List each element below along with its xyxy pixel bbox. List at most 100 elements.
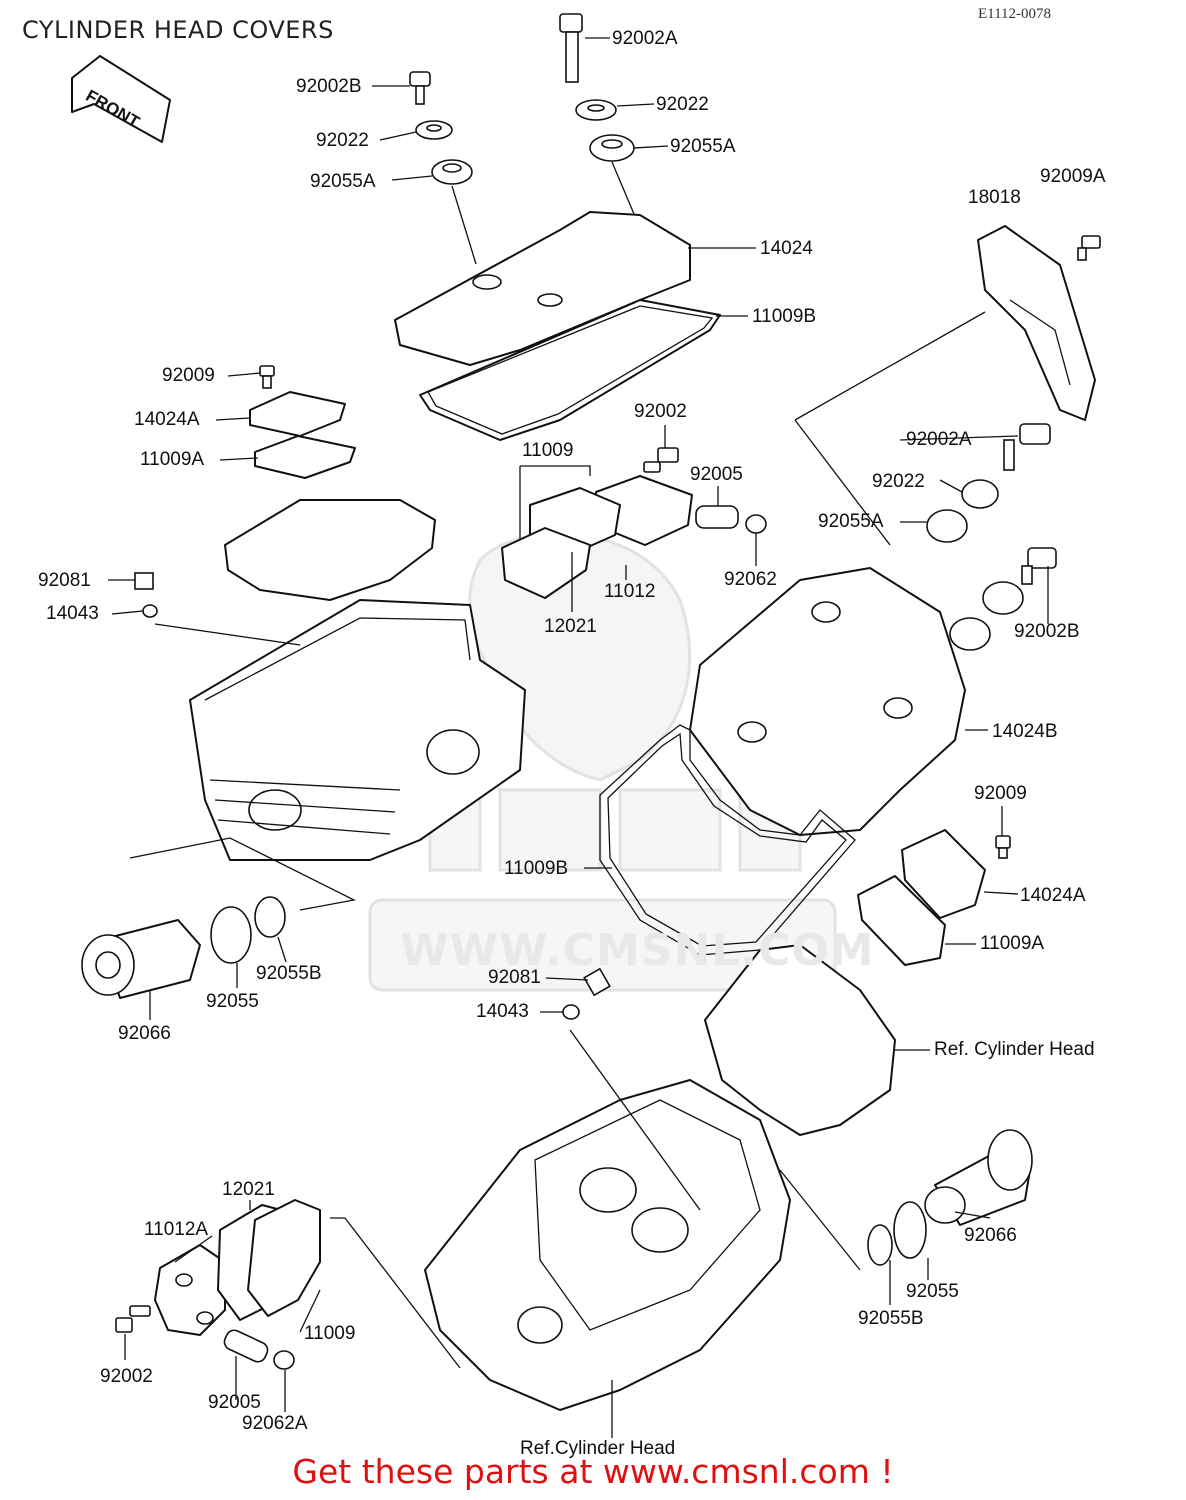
bolt-92002a xyxy=(559,13,583,83)
callout-label: Ref. Cylinder Head xyxy=(934,1039,1095,1060)
bolt-92002a-right xyxy=(1003,423,1051,471)
grommet-92055a-right xyxy=(589,134,635,162)
footer-link[interactable]: Get these parts at www.cmsnl.com ! xyxy=(292,1452,894,1491)
gasket-11009a-left xyxy=(254,435,356,479)
grommet-92022-left xyxy=(415,120,453,140)
o-ring-92055b-left xyxy=(254,896,286,938)
o-ring-92055-right xyxy=(893,1201,927,1259)
head-cover-14024 xyxy=(394,211,691,366)
callout-label: 14024 xyxy=(760,238,813,259)
callout-label: 14043 xyxy=(46,603,99,624)
ball-14043-left xyxy=(142,604,158,618)
grommet-92022-right-mid xyxy=(961,479,999,509)
callout-label: 11009 xyxy=(522,440,574,461)
gasket-12021 xyxy=(501,527,591,599)
callout-label: 12021 xyxy=(222,1179,275,1200)
callout-label: 12021 xyxy=(544,616,597,637)
cylinder-head-front xyxy=(424,1079,791,1411)
callout-label: 92002B xyxy=(296,76,362,97)
head-cover-14024b xyxy=(689,567,966,836)
callout-label: 92055B xyxy=(858,1308,924,1329)
camshaft-holder-right xyxy=(704,944,896,1136)
callout-label: 92055A xyxy=(310,171,376,192)
callout-label: 92002A xyxy=(906,429,972,450)
callout-label: 92062 xyxy=(724,569,777,590)
cover-14024a-right xyxy=(901,829,986,919)
callout-label: 92062A xyxy=(242,1413,308,1434)
callout-label: 92002B xyxy=(1014,621,1080,642)
callout-label: 92081 xyxy=(488,967,541,988)
callout-label: 14024A xyxy=(134,409,200,430)
callout-label: 92055A xyxy=(670,136,736,157)
callout-label: 92002 xyxy=(634,401,687,422)
callout-label: 92055B xyxy=(256,963,322,984)
bolt-92009-right xyxy=(995,835,1011,859)
bolt-92002b-right xyxy=(1021,547,1057,585)
callout-label: 18018 xyxy=(968,187,1021,208)
callout-label: Ref.Cylinder Head xyxy=(520,1438,676,1459)
intake-tube-92066-left xyxy=(81,919,201,999)
o-ring-92055b-right xyxy=(867,1224,893,1266)
callout-label: 92022 xyxy=(316,130,369,151)
callout-label: 11009B xyxy=(752,306,817,327)
callout-label: 11009 xyxy=(304,1323,356,1344)
ball-14043-right xyxy=(562,1004,580,1020)
callout-label: 92009A xyxy=(1040,166,1106,187)
callout-label: 92081 xyxy=(38,570,91,591)
grommet-92022-right xyxy=(575,99,617,121)
watermark-text: WWW.CMSNL.COM xyxy=(400,925,875,976)
bolt-92002-mid xyxy=(643,447,679,473)
gasket-11009a-right xyxy=(857,875,946,966)
cap-92062a xyxy=(273,1350,295,1370)
pipe-92005 xyxy=(695,505,739,529)
grommet-right-b xyxy=(949,617,991,651)
camshaft-holder-left xyxy=(224,499,436,601)
o-ring-92055-left xyxy=(210,906,252,964)
callout-label: 92005 xyxy=(690,464,743,485)
callout-label: 92002A xyxy=(612,28,678,49)
bolt-92009-left xyxy=(259,365,275,389)
cap-92062 xyxy=(745,514,767,534)
diagram-code: E1112-0078 xyxy=(978,6,1052,22)
leader-lines xyxy=(108,37,1049,1438)
front-arrow-icon xyxy=(71,55,171,143)
callout-label: 92022 xyxy=(656,94,709,115)
page-title: CYLINDER HEAD COVERS xyxy=(22,16,334,44)
watermark-logo xyxy=(368,532,837,992)
callout-label: 92009 xyxy=(162,365,215,386)
callout-label: 11009B xyxy=(504,858,569,879)
chain-guide-18018 xyxy=(977,225,1096,421)
grommet-92055a-left xyxy=(431,159,473,185)
pipe-92005-lower xyxy=(223,1329,269,1363)
callout-label: 92022 xyxy=(872,471,925,492)
grommet-92055a-right-mid xyxy=(926,509,968,543)
callout-label: 92009 xyxy=(974,783,1027,804)
spring-92081-right xyxy=(583,967,611,997)
callout-label: 92066 xyxy=(118,1023,171,1044)
callout-label: 92055 xyxy=(206,991,259,1012)
callout-label: 14043 xyxy=(476,1001,529,1022)
bolt-92002-lower xyxy=(115,1305,151,1333)
grommet-right-a xyxy=(982,581,1024,615)
callout-label: 92005 xyxy=(208,1392,261,1413)
reed-valve-11012a xyxy=(154,1244,226,1336)
callout-label: 14024A xyxy=(1020,885,1086,906)
callout-label: 92055A xyxy=(818,511,884,532)
cover-14024a-left xyxy=(249,391,346,437)
callout-label: 92002 xyxy=(100,1366,153,1387)
bolt-92002b xyxy=(409,71,431,105)
callout-label: 14024B xyxy=(992,721,1058,742)
callout-label: 11009A xyxy=(980,933,1045,954)
callout-label: 11009A xyxy=(140,449,205,470)
gasket-11009b-top xyxy=(419,299,721,441)
callout-label: 92066 xyxy=(964,1225,1017,1246)
callout-label: 11012A xyxy=(144,1219,209,1240)
spring-92081-left xyxy=(134,572,154,590)
bolt-92009a xyxy=(1077,235,1101,261)
intake-tube-92066-right xyxy=(924,1129,1033,1226)
callout-label: 11012 xyxy=(604,581,656,602)
gasket-11009-lower xyxy=(247,1199,321,1317)
gasket-11009b-front xyxy=(599,724,856,956)
